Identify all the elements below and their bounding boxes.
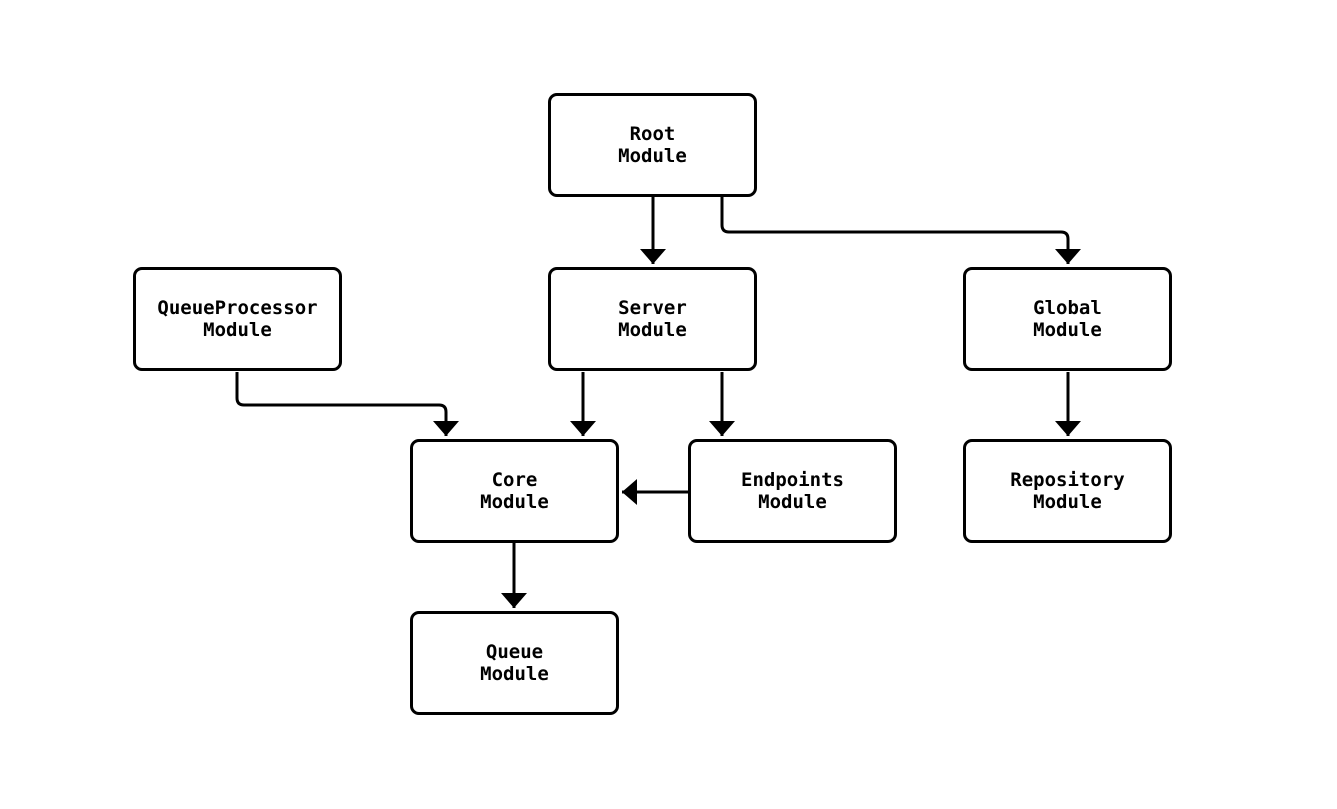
node-repository-module-label: Repository Module: [1010, 469, 1125, 513]
node-queueprocessor-module: QueueProcessor Module: [133, 267, 342, 371]
node-core-module: Core Module: [410, 439, 619, 543]
node-global-module: Global Module: [963, 267, 1172, 371]
edge-queueprocessor-to-core: [235, 372, 459, 436]
node-server-module-label: Server Module: [618, 297, 687, 341]
node-global-module-label: Global Module: [1033, 297, 1102, 341]
node-root-module-label: Root Module: [618, 123, 687, 167]
node-server-module: Server Module: [548, 267, 757, 371]
edge-root-to-global: [720, 197, 1081, 264]
node-core-module-label: Core Module: [480, 469, 549, 513]
node-endpoints-module: Endpoints Module: [688, 439, 897, 543]
node-endpoints-module-label: Endpoints Module: [741, 469, 844, 513]
node-root-module: Root Module: [548, 93, 757, 197]
node-queue-module: Queue Module: [410, 611, 619, 715]
node-queue-module-label: Queue Module: [480, 641, 549, 685]
node-repository-module: Repository Module: [963, 439, 1172, 543]
node-queueprocessor-module-label: QueueProcessor Module: [157, 297, 318, 341]
